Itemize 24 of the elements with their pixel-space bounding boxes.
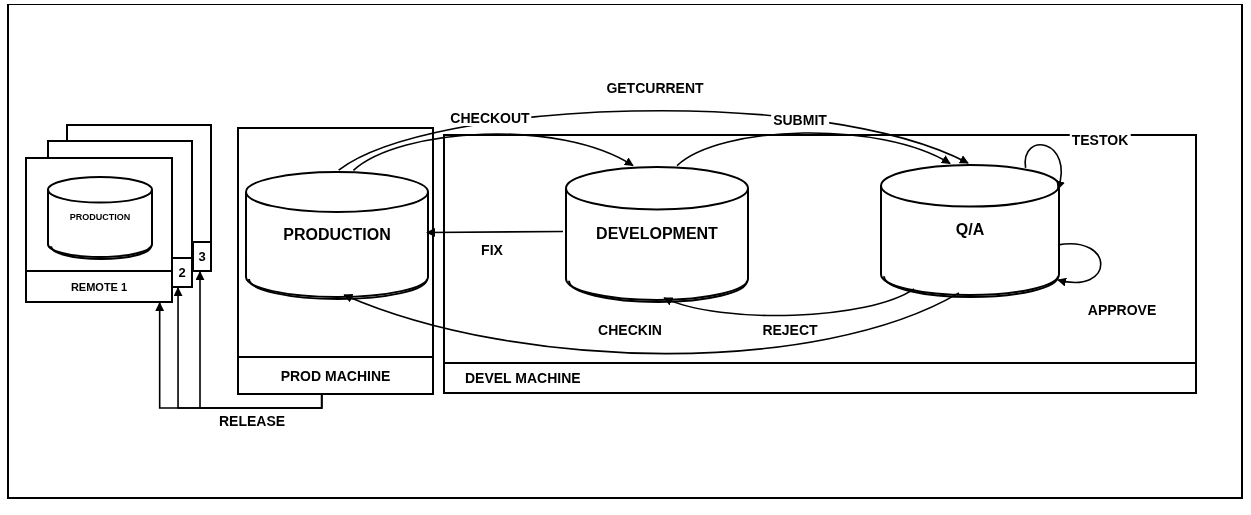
edge-label: CHECKIN bbox=[596, 322, 664, 338]
edge-label: CHECKOUT bbox=[448, 110, 532, 126]
machine-box bbox=[443, 134, 1197, 394]
edge-label: SUBMIT bbox=[771, 112, 829, 128]
machine-number: 3 bbox=[198, 249, 206, 264]
edge-label: FIX bbox=[479, 242, 505, 258]
edge-label: REJECT bbox=[760, 322, 820, 338]
arrow bbox=[195, 271, 323, 409]
arrow bbox=[343, 292, 960, 355]
machine-label: REMOTE 1 bbox=[70, 280, 128, 293]
machine-number-tab bbox=[171, 257, 193, 288]
arrow bbox=[1057, 243, 1102, 286]
edge-label: APPROVE bbox=[1085, 302, 1159, 318]
arrow bbox=[663, 288, 915, 317]
arrow bbox=[676, 132, 951, 167]
arrow bbox=[426, 227, 564, 237]
machine-label: PROD MACHINE bbox=[280, 367, 391, 384]
machine-number: 2 bbox=[178, 265, 186, 280]
edge-label: TESTOK bbox=[1069, 132, 1131, 148]
arrow bbox=[352, 133, 634, 172]
edge-label: GETCURRENT bbox=[604, 80, 706, 96]
machine-label: DEVEL MACHINE bbox=[465, 370, 581, 386]
machine-number-tab bbox=[192, 241, 212, 272]
edge-label: RELEASE bbox=[216, 413, 288, 429]
